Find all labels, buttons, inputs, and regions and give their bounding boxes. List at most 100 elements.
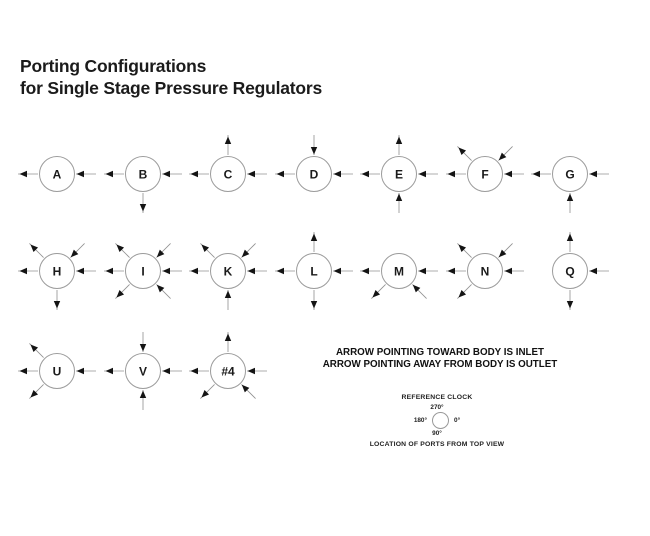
- regulator-body-circle: [39, 253, 75, 289]
- port-270-outlet: [310, 232, 317, 252]
- regulator-body-circle: [210, 253, 246, 289]
- regulator-body-circle: [381, 156, 417, 192]
- regulator-body-circle: [552, 156, 588, 192]
- config-U-diagram: U: [18, 343, 96, 399]
- inlet-arrowhead-icon: [498, 152, 506, 161]
- port-180-outlet: [103, 367, 124, 375]
- outlet-arrowhead-icon: [395, 136, 403, 144]
- outlet-arrowhead-icon: [30, 244, 39, 253]
- config-label: U: [53, 365, 62, 379]
- port-0-inlet: [418, 170, 438, 178]
- legend-line-outlet: ARROW POINTING AWAY FROM BODY IS OUTLET: [322, 358, 558, 370]
- inlet-arrowhead-icon: [241, 384, 250, 393]
- inlet-arrowhead-icon: [589, 170, 597, 178]
- port-225-outlet: [200, 243, 215, 258]
- outlet-arrowhead-icon: [447, 267, 455, 275]
- outlet-arrowhead-icon: [190, 267, 198, 275]
- port-270-outlet: [566, 232, 574, 252]
- port-225-outlet: [29, 243, 44, 258]
- port-0-inlet: [247, 367, 267, 375]
- outlet-arrowhead-icon: [224, 136, 232, 144]
- port-225-outlet: [456, 243, 472, 258]
- port-0-inlet: [247, 267, 267, 275]
- port-270-inlet: [310, 135, 317, 155]
- reference-clock-circle: [432, 412, 450, 429]
- inlet-arrowhead-icon: [162, 170, 170, 178]
- outlet-arrowhead-icon: [224, 333, 232, 341]
- reference-clock-label-0: 0°: [454, 417, 461, 424]
- config-C-diagram: C: [189, 135, 267, 192]
- outlet-arrowhead-icon: [566, 233, 574, 241]
- inlet-arrowhead-icon: [70, 249, 79, 258]
- port-180-outlet: [274, 267, 295, 275]
- legend: ARROW POINTING TOWARD BODY IS INLET ARRO…: [320, 347, 560, 370]
- outlet-arrowhead-icon: [276, 267, 284, 275]
- outlet-arrowhead-icon: [361, 170, 369, 178]
- port-180-outlet: [360, 267, 380, 275]
- reference-clock-label-270: 270°: [430, 404, 444, 411]
- port-180-outlet: [189, 367, 209, 375]
- config-label: K: [224, 265, 233, 279]
- outlet-arrowhead-icon: [201, 244, 210, 253]
- outlet-arrowhead-icon: [532, 170, 540, 178]
- inlet-arrowhead-icon: [333, 267, 341, 275]
- regulator-body-circle: [124, 253, 161, 289]
- inlet-arrowhead-icon: [162, 267, 170, 275]
- outlet-arrowhead-icon: [115, 244, 124, 253]
- outlet-arrowhead-icon: [457, 289, 466, 298]
- config-Q-diagram: Q: [552, 232, 609, 310]
- port-90-inlet: [139, 390, 146, 410]
- outlet-arrowhead-icon: [19, 170, 27, 178]
- outlet-arrowhead-icon: [361, 267, 369, 275]
- inlet-arrowhead-icon: [504, 267, 512, 275]
- reference-clock-label-180: 180°: [413, 417, 428, 424]
- inlet-arrowhead-icon: [162, 367, 170, 375]
- config-H-diagram: H: [18, 243, 96, 310]
- inlet-arrowhead-icon: [418, 170, 426, 178]
- config-F-diagram: F: [445, 146, 524, 192]
- config-I-diagram: I: [103, 243, 182, 299]
- regulator-body-circle: [295, 156, 332, 192]
- regulator-body-circle: [552, 253, 588, 289]
- regulator-body-circle: [466, 253, 503, 289]
- config-D-diagram: D: [274, 135, 353, 192]
- regulator-body-circle: [210, 353, 246, 389]
- port-0-inlet: [76, 170, 96, 178]
- config-label: H: [53, 265, 62, 279]
- port-315-inlet: [241, 243, 256, 258]
- inlet-arrowhead-icon: [76, 267, 84, 275]
- port-135-outlet: [371, 284, 386, 299]
- config-label: D: [309, 168, 318, 182]
- config-label: #4: [221, 365, 235, 379]
- config-B-diagram: B: [103, 156, 182, 213]
- outlet-arrowhead-icon: [19, 367, 27, 375]
- port-180-outlet: [445, 170, 466, 178]
- inlet-arrowhead-icon: [76, 170, 84, 178]
- port-315-inlet: [497, 243, 513, 258]
- inlet-arrowhead-icon: [310, 147, 317, 155]
- port-90-inlet: [566, 193, 574, 213]
- port-180-outlet: [18, 170, 38, 178]
- inlet-arrowhead-icon: [247, 170, 255, 178]
- outlet-arrowhead-icon: [566, 301, 574, 309]
- inlet-arrowhead-icon: [156, 284, 164, 293]
- port-0-inlet: [161, 267, 182, 275]
- regulator-body-circle: [124, 156, 161, 192]
- inlet-arrowhead-icon: [247, 367, 255, 375]
- reference-clock-title: REFERENCE CLOCK: [401, 394, 473, 401]
- config-label: L: [310, 265, 317, 279]
- outlet-arrowhead-icon: [457, 244, 466, 253]
- config-label: G: [565, 168, 574, 182]
- port-180-outlet: [531, 170, 551, 178]
- port-0-inlet: [503, 170, 524, 178]
- inlet-arrowhead-icon: [333, 170, 341, 178]
- port-180-outlet: [360, 170, 380, 178]
- port-0-inlet: [589, 170, 609, 178]
- config-num4-diagram: #4: [189, 332, 267, 399]
- regulator-body-circle: [295, 253, 332, 289]
- port-0-inlet: [247, 170, 267, 178]
- outlet-arrowhead-icon: [105, 267, 113, 275]
- port-180-outlet: [274, 170, 295, 178]
